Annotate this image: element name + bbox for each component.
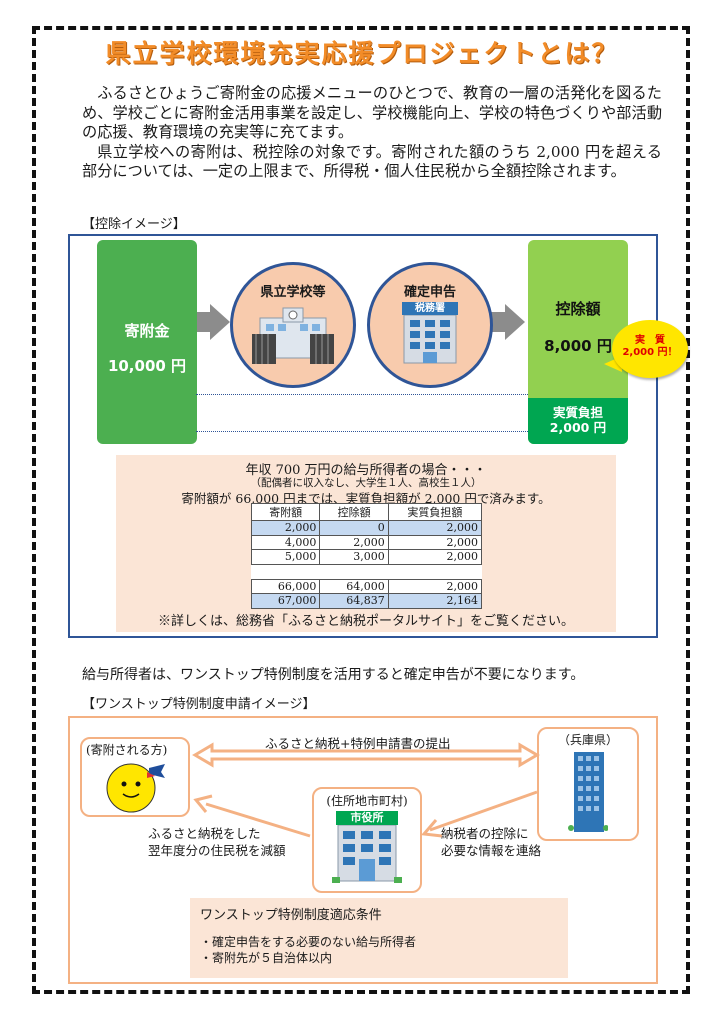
table-cell: 64,000 xyxy=(319,578,389,594)
burst-line-2: 2,000 円！ xyxy=(622,347,678,358)
table-header-row: 寄附額 控除額 実質負担額 xyxy=(250,503,483,521)
donation-box: 寄附金 10,000 円 xyxy=(97,240,197,444)
table-row: 67,000 64,837 2,164 xyxy=(250,593,483,609)
example-line-1: 年収 700 万円の給与所得者の場合・・・ xyxy=(245,463,487,478)
table-cell: 64,837 xyxy=(319,593,389,609)
burden-box: 実質負担 2,000 円 xyxy=(528,398,628,444)
school-circle: 県立学校等 xyxy=(230,262,356,388)
intro-paragraph-1: ふるさとひょうご寄附金の応援メニューのひとつで、教育の一層の活発化を図るため、学… xyxy=(82,84,662,141)
arrowhead-right xyxy=(421,819,443,838)
onestop-diagram-box xyxy=(68,716,658,984)
left-arrow-label-2: 翌年度分の住民税を減額 xyxy=(148,843,286,858)
prefecture-label: （兵庫県） xyxy=(557,733,618,747)
tax-office-sign: 税務署 xyxy=(402,302,458,315)
intro-paragraph-2: 県立学校への寄附は、税控除の対象です。寄附された額のうち 2,000 円を超える… xyxy=(82,142,662,181)
page-dashed-frame xyxy=(32,26,690,994)
condition-item: ・確定申告をする必要のない給与所得者 xyxy=(200,935,417,949)
city-hall-building-icon xyxy=(332,825,402,883)
arrow-city-to-donor xyxy=(205,802,311,838)
prefecture-box: （兵庫県） xyxy=(537,727,639,841)
donor-label: (寄附される方) xyxy=(86,743,168,757)
deduction-diagram-box xyxy=(68,234,658,638)
page-title: 県立学校環境充実応援プロジェクトとは？ xyxy=(105,39,619,68)
table-cell: 0 xyxy=(319,520,389,536)
table-row: 66,000 64,000 2,000 xyxy=(250,578,483,594)
example-line-2: （配偶者に収入なし、大学生１人、高校生１人） xyxy=(250,477,482,489)
table-gap-row xyxy=(251,563,482,580)
school-circle-label: 県立学校等 xyxy=(260,285,326,300)
city-hall-sign: 市役所 xyxy=(336,811,398,825)
intro-text: ふるさとひょうご寄附金の応援メニューのひとつで、教育の一層の活発化を図るため、学… xyxy=(82,84,662,182)
prefecture-building-icon xyxy=(568,752,608,832)
right-arrow-label-2: 必要な情報を連絡 xyxy=(441,843,542,858)
bidirectional-arrow-top xyxy=(192,742,540,768)
donation-label: 寄附金 xyxy=(124,322,170,340)
city-label: (住所地市町村) xyxy=(326,794,408,808)
arrow-stem-2 xyxy=(490,312,506,332)
table-cell: 2,000 xyxy=(387,578,483,594)
arrow-stem-1 xyxy=(197,312,211,332)
deduction-label: 控除額 xyxy=(555,300,601,318)
dotted-guide-line xyxy=(196,394,528,395)
tax-return-circle-label: 確定申告 xyxy=(403,285,456,300)
arrow-right-icon xyxy=(505,304,525,340)
table-cell: 67,000 xyxy=(250,593,321,609)
mascot-icon xyxy=(106,763,165,813)
example-line-3: 寄附額が 66,000 円までは、実質負担額が 2,000 円で済みます。 xyxy=(181,491,551,506)
callout-burst: 実 質 2,000 円！ xyxy=(612,320,688,378)
arrow-pref-to-city xyxy=(429,790,538,832)
tax-office-building-icon xyxy=(403,315,457,364)
table-header: 控除額 xyxy=(319,503,389,521)
condition-item: ・寄附先が５自治体以内 xyxy=(200,951,333,965)
school-building-icon xyxy=(252,307,334,364)
table-row: 5,000 3,000 2,000 xyxy=(250,549,483,565)
dotted-guide-line xyxy=(196,431,528,432)
deduction-image-caption: 【控除イメージ】 xyxy=(82,217,186,232)
conditions-panel: ワンストップ特例制度適応条件 ・確定申告をする必要のない給与所得者 ・寄附先が５… xyxy=(190,898,568,978)
left-arrow-label-1: ふるさと納税をした xyxy=(148,826,261,841)
right-arrow-label-1: 納税者の控除に xyxy=(441,826,529,841)
conditions-title: ワンストップ特例制度適応条件 xyxy=(200,908,382,923)
donor-box: (寄附される方) xyxy=(80,737,190,817)
footnote: ※詳しくは、総務省「ふるさと納税ポータルサイト」をご覧ください。 xyxy=(157,614,574,629)
table-header: 実質負担額 xyxy=(387,503,483,521)
deduction-amount: 8,000 円 xyxy=(544,337,612,355)
table-row: 2,000 0 2,000 xyxy=(250,520,483,536)
tax-return-circle: 確定申告 税務署 xyxy=(367,262,493,388)
table-cell: 3,000 xyxy=(319,549,389,565)
burden-label: 実質負担 xyxy=(552,405,603,420)
onestop-caption: 【ワンストップ特例制度申請イメージ】 xyxy=(82,697,316,712)
arrowhead-left xyxy=(193,794,213,813)
table-header: 寄附額 xyxy=(250,503,321,521)
top-arrow-label: ふるさと納税+特例申請書の提出 xyxy=(265,736,451,751)
donation-amount: 10,000 円 xyxy=(107,357,187,375)
table-cell: 2,164 xyxy=(387,593,483,609)
burst-line-1: 実 質 xyxy=(635,335,665,346)
onestop-note: 給与所得者は、ワンストップ特例制度を活用すると確定申告が不要になります。 xyxy=(82,667,585,683)
burden-amount: 2,000 円 xyxy=(549,420,607,435)
arrow-right-icon xyxy=(210,304,230,340)
city-hall-box: (住所地市町村) 市役所 xyxy=(312,787,422,893)
deduction-table: 寄附額 控除額 実質負担額 2,000 0 2,000 4,000 2,000 … xyxy=(250,503,483,609)
